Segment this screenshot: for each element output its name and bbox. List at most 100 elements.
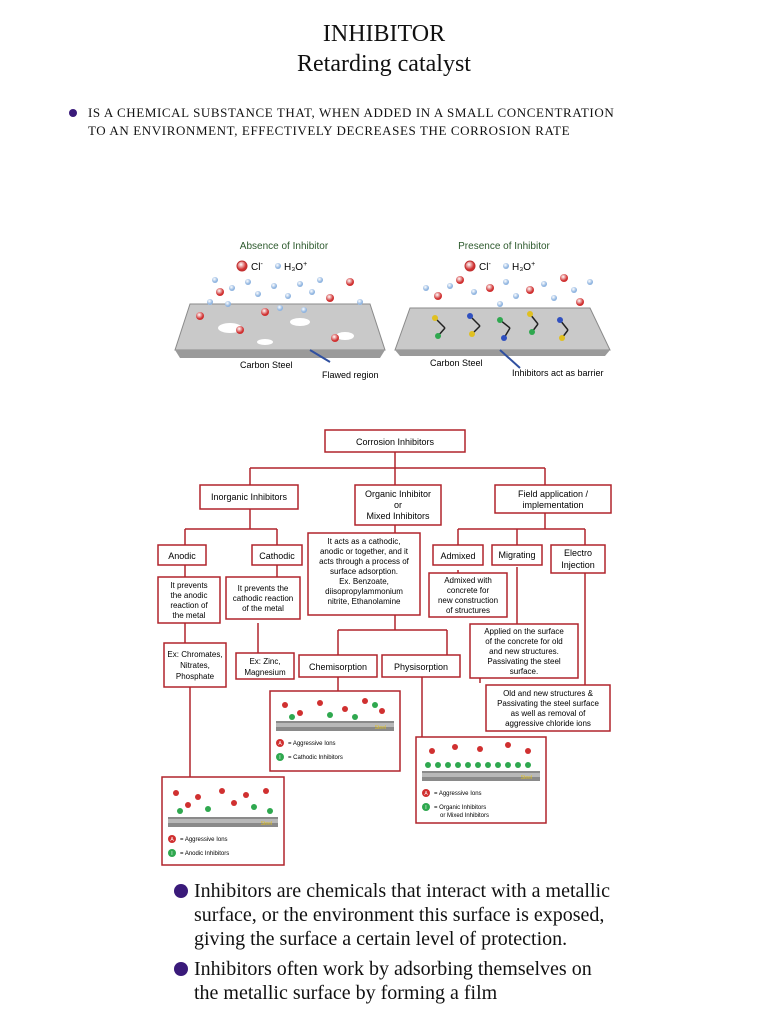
svg-text:cathodic reaction: cathodic reaction: [233, 594, 293, 603]
svg-text:nitrite, Ethanolamine: nitrite, Ethanolamine: [328, 597, 401, 606]
node-organic-3: Mixed Inhibitors: [366, 511, 430, 521]
chloride-label: Cl-: [251, 261, 263, 273]
legend-anodic: = Anodic Inhibitors: [180, 851, 229, 857]
arrow-icon: [309, 349, 331, 363]
svg-text:diisopropylammonium: diisopropylammonium: [325, 587, 403, 596]
node-cathodic: Cathodic: [259, 551, 295, 561]
chloride-ion-icon: [236, 260, 248, 272]
inhibitor-illustration: Absence of Inhibitor Cl- H₃O+ Carbon Ste…: [174, 241, 611, 380]
page-subtitle: Retarding catalyst: [297, 51, 471, 77]
corrosion-inhibitors-flowchart: Corrosion Inhibitors Inorganic Inhibitor…: [157, 429, 612, 866]
chloride-ion-icon: [464, 260, 476, 272]
node-inorganic-inhibitors: Inorganic Inhibitors: [211, 492, 288, 502]
node-chemisorption: Chemisorption: [309, 662, 367, 672]
node-electro-1: Electro: [564, 548, 592, 558]
presence-title: Presence of Inhibitor: [458, 241, 550, 252]
svg-text:A: A: [424, 791, 428, 797]
bullet-dot: [174, 962, 188, 976]
svg-text:Passivating the steel: Passivating the steel: [487, 657, 561, 666]
svg-text:Applied on the surface: Applied on the surface: [484, 627, 564, 636]
svg-text:I: I: [425, 805, 426, 811]
water-ion-icon: [275, 263, 281, 269]
svg-text:Nitrates,: Nitrates,: [180, 661, 210, 670]
node-organic-desc: It acts as a cathodic, anodic or togethe…: [319, 537, 410, 606]
svg-text:of the concrete for old: of the concrete for old: [485, 637, 562, 646]
aggressive-ion-icon: [276, 739, 284, 747]
svg-text:the metal: the metal: [173, 611, 206, 620]
legend-aggressive: = Aggressive Ions: [288, 741, 336, 747]
node-migrating-desc: Applied on the surface of the concrete f…: [484, 627, 564, 676]
svg-text:the anodic: the anodic: [171, 591, 208, 600]
legend-organic-1: = Organic Inhibitors: [434, 805, 486, 811]
node-cathodic-examples: Ex: Zinc, Magnesium: [244, 657, 286, 677]
chloride-label: Cl-: [479, 261, 491, 273]
svg-text:reaction of: reaction of: [170, 601, 208, 610]
bullet-dot: [69, 109, 77, 117]
svg-text:Phosphate: Phosphate: [176, 672, 215, 681]
svg-text:A: A: [278, 741, 282, 747]
carbon-steel-label-right: Carbon Steel: [430, 358, 483, 368]
svg-text:anodic or together, and it: anodic or together, and it: [320, 547, 409, 556]
svg-text:of structures: of structures: [446, 606, 490, 615]
node-anodic-desc: It prevents the anodic reaction of the m…: [170, 581, 208, 620]
svg-text:of the metal: of the metal: [242, 604, 284, 613]
svg-text:as well as removal of: as well as removal of: [511, 709, 586, 718]
node-electro-2: Injection: [561, 560, 595, 570]
svg-text:and new structures.: and new structures.: [489, 647, 559, 656]
ions-right: [423, 274, 593, 307]
svg-text:It prevents the: It prevents the: [238, 584, 289, 593]
node-electro-desc: Old and new structures & Passivating the…: [497, 689, 599, 728]
node-anodic: Anodic: [168, 551, 196, 561]
bullet-1-line-1: Inhibitors are chemicals that interact w…: [194, 880, 610, 902]
definition-line-1: IS A CHEMICAL SUBSTANCE THAT, WHEN ADDED…: [88, 105, 615, 120]
node-anodic-examples: Ex: Chromates, Nitrates, Phosphate: [167, 650, 222, 681]
ions-left: [196, 277, 363, 342]
node-admixed-desc: Admixed with concrete for new constructi…: [438, 576, 498, 615]
definition-text: IS A CHEMICAL SUBSTANCE THAT, WHEN ADDED…: [88, 104, 728, 140]
definition-line-2: TO AN ENVIRONMENT, EFFECTIVELY DECREASES…: [88, 123, 571, 138]
page-title: INHIBITOR: [322, 21, 446, 47]
legend-aggressive: = Aggressive Ions: [434, 791, 482, 797]
aggressive-ion-icon: [168, 835, 176, 843]
carbon-steel-label-left: Carbon Steel: [240, 360, 293, 370]
barrier-label: Inhibitors act as barrier: [512, 368, 604, 378]
steel-label: Steel: [261, 821, 272, 827]
node-organic-1: Organic Inhibitor: [365, 489, 431, 499]
bullet-2-line-1: Inhibitors often work by adsorbing thems…: [194, 958, 592, 980]
svg-text:I: I: [279, 755, 280, 761]
node-organic-2: or: [394, 500, 402, 510]
inhibitor-icon: [276, 753, 284, 761]
inhibitor-icon: [168, 849, 176, 857]
svg-text:surface adsorption.: surface adsorption.: [330, 567, 398, 576]
node-physisorption: Physisorption: [394, 662, 448, 672]
svg-text:concrete for: concrete for: [447, 586, 490, 595]
legend-organic-2: or Mixed Inhibitors: [440, 813, 489, 819]
svg-text:acts through a process of: acts through a process of: [319, 557, 410, 566]
svg-text:Ex: Zinc,: Ex: Zinc,: [249, 657, 280, 666]
node-admixed: Admixed: [440, 551, 475, 561]
svg-text:aggressive chloride ions: aggressive chloride ions: [505, 719, 591, 728]
arrow-icon: [499, 349, 521, 369]
bullet-2-line-2: the metallic surface by forming a film: [194, 982, 498, 1004]
svg-text:A: A: [170, 837, 174, 843]
bullet-dot: [174, 884, 188, 898]
svg-text:Ex: Chromates,: Ex: Chromates,: [167, 650, 222, 659]
steel-label: Steel: [521, 775, 532, 781]
hydronium-label: H₃O+: [512, 261, 535, 273]
hydronium-label: H₃O+: [284, 261, 307, 273]
node-migrating: Migrating: [498, 550, 535, 560]
water-ion-icon: [503, 263, 509, 269]
absence-title: Absence of Inhibitor: [240, 241, 329, 252]
aggressive-ion-icon: [422, 789, 430, 797]
svg-text:Passivating the steel surface: Passivating the steel surface: [497, 699, 599, 708]
node-field-1: Field application /: [518, 489, 589, 499]
svg-text:I: I: [171, 851, 172, 857]
svg-text:new construction: new construction: [438, 596, 498, 605]
legend-aggressive: = Aggressive Ions: [180, 837, 228, 843]
svg-text:Magnesium: Magnesium: [244, 668, 286, 677]
node-cathodic-desc: It prevents the cathodic reaction of the…: [233, 584, 293, 613]
svg-text:surface.: surface.: [510, 667, 538, 676]
svg-text:Ex. Benzoate,: Ex. Benzoate,: [339, 577, 389, 586]
node-field-2: implementation: [522, 500, 583, 510]
svg-text:It acts as a cathodic,: It acts as a cathodic,: [328, 537, 401, 546]
